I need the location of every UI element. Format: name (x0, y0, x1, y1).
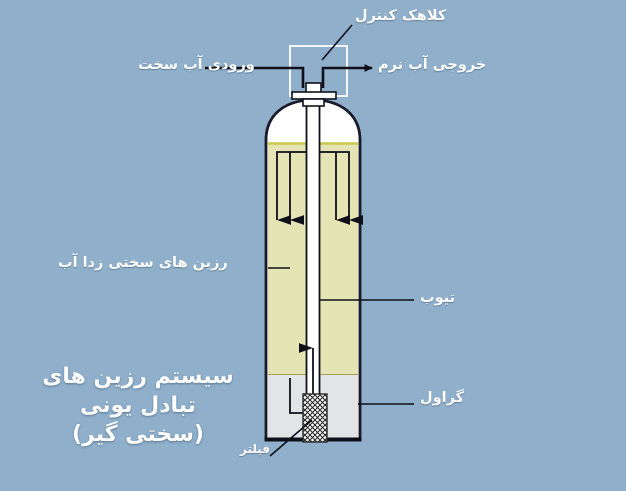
diagram-title-line-3: (سختی گیر) (72, 422, 204, 448)
filter-drain-line (289, 378, 303, 414)
diagram-title-line-2: تبادل یونی (79, 393, 197, 419)
bottom-filter (289, 378, 328, 443)
leader-lines (268, 24, 414, 457)
diagram-title-line-1: سیستم رزین های (42, 364, 234, 389)
down-arrow-icon (336, 151, 363, 225)
label-filter: فیلتر (240, 442, 271, 456)
leader-control-head (321, 24, 353, 61)
valve-nut-lower (302, 98, 325, 107)
control-head (205, 45, 373, 107)
flow-down-group (276, 151, 363, 225)
label-gravel: گراول (420, 390, 465, 406)
riser-tube (299, 95, 321, 413)
label-soft-water-outlet: خروجی آب نرم (378, 57, 487, 73)
diagram-title: سیستم رزین های تبادل یونی (سختی گیر) (20, 362, 256, 449)
label-tube: تیوب (420, 290, 456, 306)
label-hard-water-inlet: ورودی آب سخت (138, 57, 255, 73)
label-softening-resin: رزین های سختی زدا آب (58, 255, 228, 271)
down-arrow-icon (276, 151, 291, 225)
filter-mesh (302, 393, 328, 443)
label-control-head: کلاهک کنترل (355, 8, 447, 24)
inlet-pipe (205, 66, 305, 88)
outlet-pipe (321, 64, 373, 88)
valve-flange-plate (291, 91, 337, 100)
leader-filter (269, 419, 313, 457)
